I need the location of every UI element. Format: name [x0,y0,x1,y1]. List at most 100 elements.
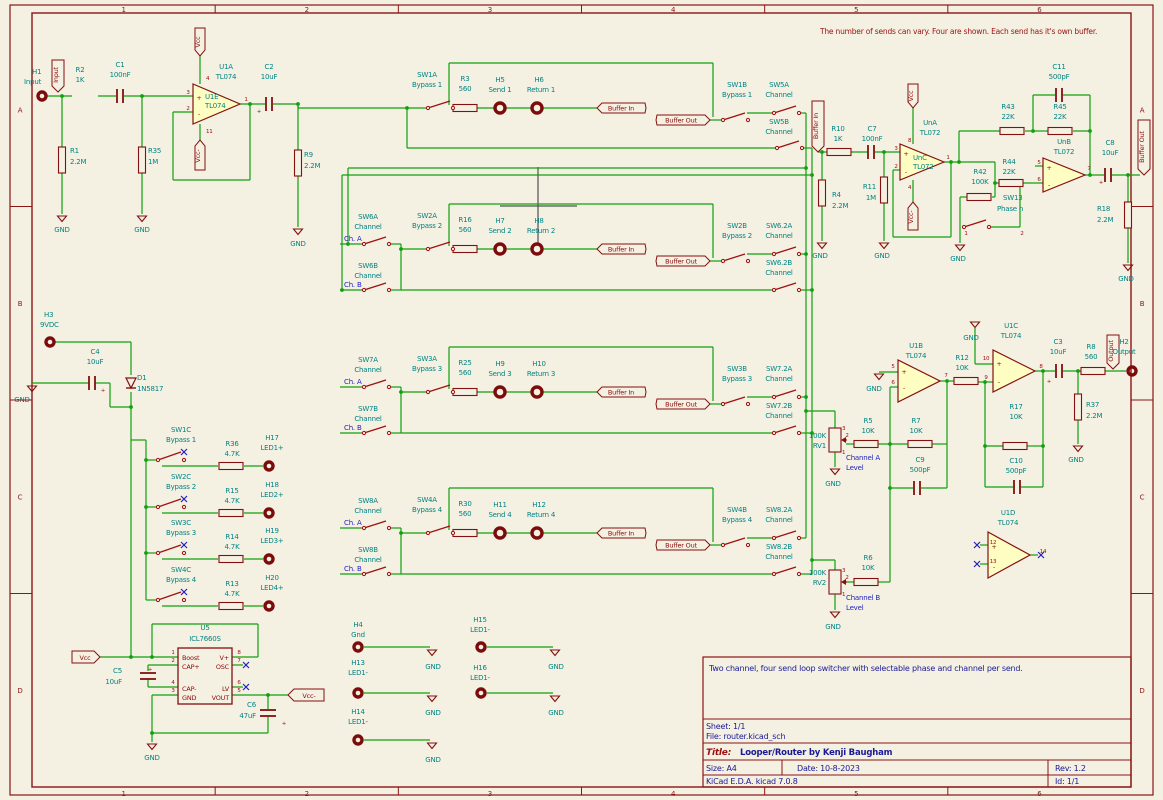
power-tag[interactable] [1137,119,1151,176]
switch-arm[interactable] [773,566,797,575]
resistor[interactable] [853,439,879,449]
potentiometer[interactable] [828,427,842,453]
diode[interactable] [125,377,137,390]
resistor[interactable] [907,439,933,449]
resistor[interactable] [826,147,852,157]
switch-arm[interactable] [157,544,182,554]
opamp[interactable] [1042,157,1087,193]
resistor[interactable] [452,244,478,254]
connector-pad[interactable] [263,460,275,472]
hier-label[interactable] [596,102,647,114]
switch-arm[interactable] [427,100,451,109]
resistor[interactable] [57,146,67,174]
switch-arm[interactable] [773,246,797,255]
opamp[interactable] [192,83,242,125]
switch-arm[interactable] [427,241,451,250]
switch-arm[interactable] [157,451,182,461]
switch-arm[interactable] [773,530,797,539]
opamp[interactable] [899,143,946,181]
switch-arm[interactable] [363,520,387,529]
power-tag[interactable] [194,27,206,57]
ic-u5[interactable] [177,647,233,705]
connector-pad[interactable] [263,553,275,565]
hier-label[interactable] [655,255,711,267]
switch-arm[interactable] [157,591,182,601]
resistor[interactable] [1123,201,1133,229]
hier-label[interactable] [655,398,711,410]
switch-arm[interactable] [963,219,987,228]
power-tag[interactable] [287,688,325,702]
hier-label[interactable] [655,114,711,126]
connector-pad[interactable] [493,526,507,540]
connector-pad[interactable] [530,242,544,256]
connector-pad[interactable] [475,687,487,699]
resistor[interactable] [218,554,244,564]
resistor[interactable] [137,146,147,174]
connector-pad[interactable] [530,101,544,115]
connector-pad[interactable] [493,385,507,399]
switch-arm[interactable] [427,525,451,534]
resistor[interactable] [452,528,478,538]
connector-pad[interactable] [352,734,364,746]
opamp[interactable] [897,359,942,403]
switch-arm[interactable] [776,140,800,149]
switch-arm[interactable] [722,253,746,262]
resistor[interactable] [953,376,979,386]
opamp[interactable] [987,530,1032,580]
connector-pad[interactable] [1126,365,1138,377]
connector-pad[interactable] [263,600,275,612]
hier-label[interactable] [596,527,647,539]
switch-arm[interactable] [722,112,746,121]
switch-arm[interactable] [363,379,387,388]
resistor[interactable] [999,126,1025,136]
switch-arm[interactable] [722,537,746,546]
hier-label[interactable] [596,386,647,398]
resistor[interactable] [1047,126,1073,136]
connector-pad[interactable] [530,526,544,540]
resistor[interactable] [1002,441,1028,451]
switch-arm[interactable] [773,105,797,114]
hier-label[interactable] [596,243,647,255]
power-tag[interactable] [907,201,919,231]
switch-arm[interactable] [427,384,451,393]
switch-arm[interactable] [363,425,387,434]
power-tag[interactable] [1106,334,1120,370]
switch-arm[interactable] [157,498,182,508]
switch-arm[interactable] [773,389,797,398]
connector-pad[interactable] [44,336,56,348]
power-tag[interactable] [907,83,919,109]
resistor[interactable] [817,179,827,207]
power-tag[interactable] [71,650,101,664]
potentiometer[interactable] [828,569,842,595]
switch-arm[interactable] [363,566,387,575]
switch-arm[interactable] [773,425,797,434]
power-tag[interactable] [51,59,65,93]
resistor[interactable] [218,461,244,471]
switch-arm[interactable] [363,282,387,291]
resistor[interactable] [1080,366,1106,376]
resistor[interactable] [452,103,478,113]
resistor[interactable] [853,577,879,587]
connector-pad[interactable] [36,90,48,102]
resistor[interactable] [452,387,478,397]
power-tag[interactable] [194,139,206,171]
connector-pad[interactable] [352,641,364,653]
resistor[interactable] [998,178,1024,188]
switch-arm[interactable] [363,236,387,245]
connector-pad[interactable] [493,242,507,256]
connector-pad[interactable] [352,687,364,699]
power-tag[interactable] [811,100,825,153]
resistor[interactable] [293,149,303,177]
switch-arm[interactable] [722,396,746,405]
opamp[interactable] [992,349,1037,393]
connector-pad[interactable] [475,641,487,653]
resistor[interactable] [218,601,244,611]
resistor[interactable] [1073,393,1083,421]
connector-pad[interactable] [263,507,275,519]
resistor[interactable] [879,176,889,204]
switch-arm[interactable] [773,282,797,291]
connector-pad[interactable] [530,385,544,399]
connector-pad[interactable] [493,101,507,115]
resistor[interactable] [966,192,992,202]
